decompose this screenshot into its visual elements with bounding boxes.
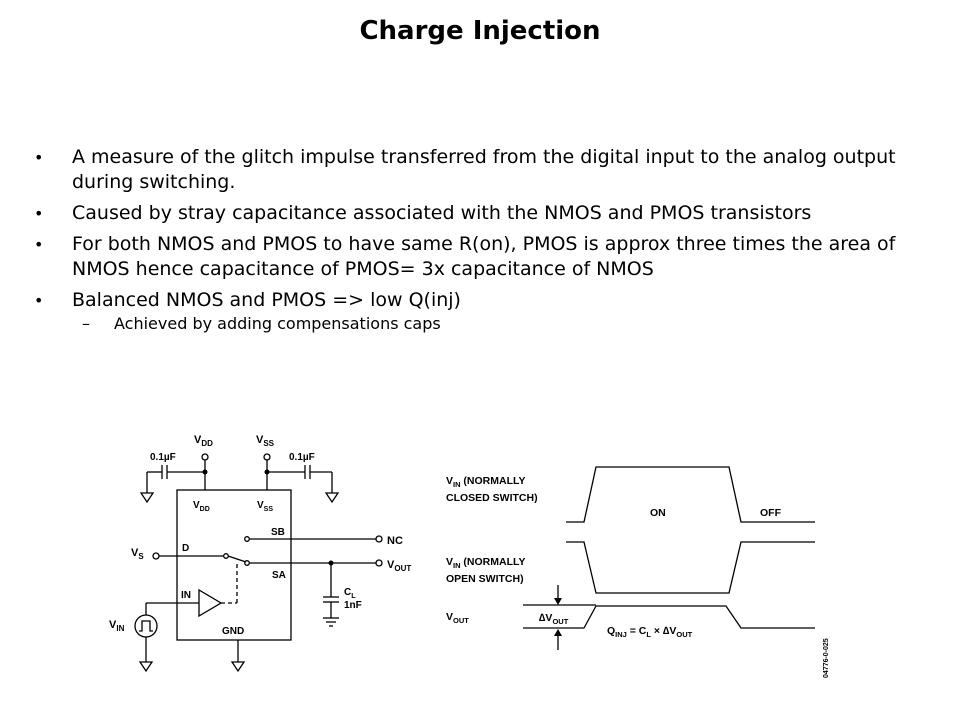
- vdd-terminal: [201, 453, 209, 461]
- vs-terminal: [152, 552, 160, 560]
- vin-nc-waveform: [566, 466, 815, 523]
- sb-label: SB: [271, 527, 285, 538]
- ground-icon: [230, 661, 246, 673]
- vin-no-waveform: [566, 541, 815, 594]
- vin-label: VIN: [109, 619, 125, 633]
- bullet-text: A measure of the glitch impulse transfer…: [72, 146, 896, 193]
- bullet-glyph: •: [34, 148, 44, 167]
- bullet-list: • A measure of the glitch impulse transfe…: [34, 145, 934, 335]
- bullet-text: Caused by stray capacitance associated w…: [72, 202, 812, 224]
- vss-pin-label: VSS: [257, 500, 273, 513]
- sub-bullet-glyph: –: [82, 314, 90, 333]
- vout-label: VOUT: [387, 559, 411, 573]
- on-label: ON: [650, 507, 666, 519]
- ground-icon: [139, 492, 155, 504]
- slide-title: Charge Injection: [359, 16, 601, 46]
- cap2-label: 0.1µF: [289, 452, 315, 463]
- vss-terminal: [263, 453, 271, 461]
- nc-label: NC: [387, 535, 403, 547]
- nc-terminal: [375, 535, 383, 543]
- row3-label: VOUT: [446, 611, 469, 625]
- delta-vout-label: ∆VOUT: [539, 612, 569, 626]
- circuit-diagram: VDD 0.1µF VSS 0.1µF VDD VSS SB SA D IN G…: [109, 434, 411, 673]
- bullet-text: Balanced NMOS and PMOS => low Q(inj): [72, 289, 461, 311]
- figure-code: 04776-0-025: [823, 638, 830, 678]
- row1-label: VIN (NORMALLY: [446, 475, 525, 489]
- bullet-glyph: •: [34, 204, 44, 223]
- row2-label-line2: OPEN SWITCH): [446, 573, 524, 585]
- vdd-pin-label: VDD: [193, 500, 210, 513]
- sub-bullet-item: – Achieved by adding compensations caps: [34, 313, 934, 335]
- arrow-down-icon: [554, 598, 562, 605]
- vss-label: VSS: [256, 434, 275, 448]
- sub-bullet-text: Achieved by adding compensations caps: [114, 314, 441, 333]
- pulse-icon: [139, 620, 153, 632]
- cl-value: 1nF: [344, 600, 362, 611]
- cl-label: CL: [344, 587, 356, 600]
- vs-label: VS: [131, 547, 144, 561]
- off-label: OFF: [760, 507, 782, 519]
- gnd-pin-label: GND: [222, 626, 244, 637]
- arrow-up-icon: [554, 629, 562, 636]
- row1-label-line2: CLOSED SWITCH): [446, 492, 538, 504]
- d-pin-label: D: [182, 543, 189, 554]
- vin-source: [134, 614, 158, 638]
- sa-label: SA: [272, 570, 286, 581]
- ground-icon: [324, 492, 340, 504]
- cap1-label: 0.1µF: [150, 452, 176, 463]
- qinj-formula: QINJ = CL × ∆VOUT: [607, 625, 693, 639]
- row2-label: VIN (NORMALLY: [446, 556, 525, 570]
- driver-buffer: [198, 588, 223, 618]
- sb-contact: [244, 536, 250, 542]
- bullet-item: • Balanced NMOS and PMOS => low Q(inj): [34, 288, 934, 313]
- bullet-item: • A measure of the glitch impulse transfe…: [34, 145, 934, 195]
- switch-pivot: [223, 553, 229, 559]
- timing-diagram: VIN (NORMALLY CLOSED SWITCH) ON OFF VIN …: [446, 466, 830, 678]
- bullet-glyph: •: [34, 235, 44, 254]
- bullet-item: • For both NMOS and PMOS to have same R(o…: [34, 232, 934, 282]
- bullet-item: • Caused by stray capacitance associated …: [34, 201, 934, 226]
- bullet-text: For both NMOS and PMOS to have same R(on…: [72, 233, 896, 280]
- switch-ic-body: [176, 489, 292, 641]
- vout-terminal: [375, 559, 383, 567]
- in-pin-label: IN: [181, 590, 191, 601]
- bullet-glyph: •: [34, 291, 44, 310]
- ground-icon: [138, 661, 154, 673]
- vdd-label: VDD: [194, 434, 213, 448]
- switch-arm: [227, 555, 247, 563]
- vout-waveform: [566, 605, 815, 629]
